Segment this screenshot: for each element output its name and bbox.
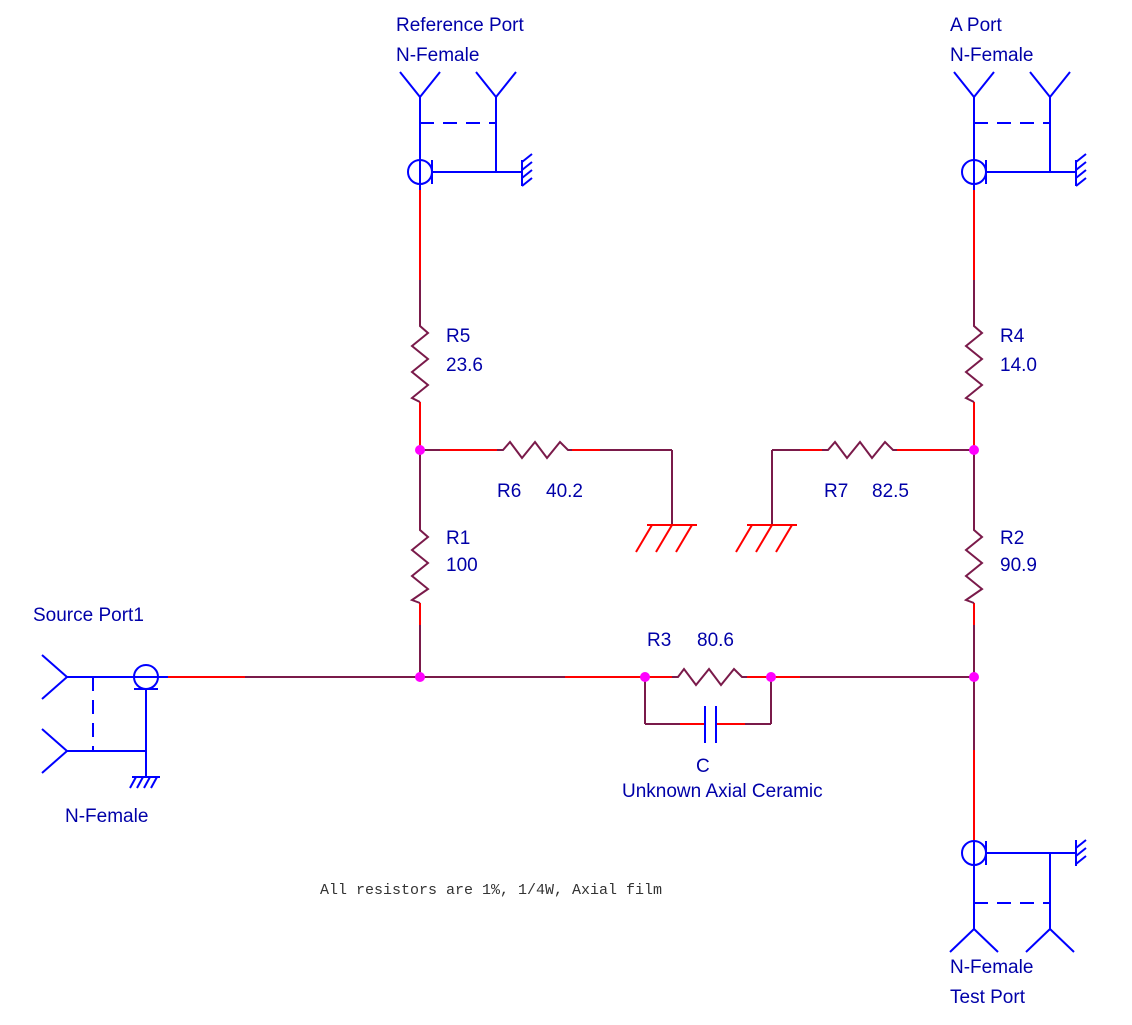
node-r3-right — [766, 672, 776, 682]
capacitor-c: C Unknown Axial Ceramic — [622, 706, 823, 802]
test-port-connector-type: N-Female — [950, 957, 1033, 978]
a-port-connector-type: N-Female — [950, 45, 1033, 66]
capacitor-description: Unknown Axial Ceramic — [622, 781, 823, 802]
resistor-r5: R5 23.6 — [410, 320, 483, 403]
r3-ref: R3 — [647, 630, 671, 651]
r4-ref: R4 — [1000, 326, 1025, 347]
r4-value: 14.0 — [1000, 355, 1037, 376]
r5-ref: R5 — [446, 326, 470, 347]
node-r5-r1 — [415, 445, 425, 455]
resistor-spec-note: All resistors are 1%, 1/4W, Axial film — [320, 882, 662, 899]
junction-nodes — [415, 445, 979, 682]
r6-ref: R6 — [497, 481, 521, 502]
a-port-name: A Port — [950, 15, 1002, 36]
r1-ref: R1 — [446, 528, 470, 549]
test-port-name: Test Port — [950, 987, 1026, 1008]
r2-ref: R2 — [1000, 528, 1024, 549]
node-r3-left — [640, 672, 650, 682]
r6-value: 40.2 — [546, 481, 583, 502]
resistor-r4: R4 14.0 — [964, 320, 1037, 403]
source-port-connector: Source Port1 N-Female — [33, 605, 168, 827]
r5-value: 23.6 — [446, 355, 483, 376]
capacitor-ref: C — [696, 756, 710, 777]
source-port-name: Source Port1 — [33, 605, 144, 626]
test-port-connector: N-Female Test Port — [949, 839, 1087, 1008]
resistor-r7: R7 82.5 — [822, 440, 909, 502]
ground-symbol-r6 — [635, 524, 697, 553]
resistor-r3: R3 80.6 — [647, 630, 747, 687]
reference-port-name: Reference Port — [396, 15, 525, 36]
a-port-connector: A Port N-Female — [950, 15, 1087, 190]
reference-port-connector-type: N-Female — [396, 45, 479, 66]
source-port-connector-type: N-Female — [65, 806, 148, 827]
wires — [168, 190, 975, 840]
node-r4-r2 — [969, 445, 979, 455]
r7-value: 82.5 — [872, 481, 909, 502]
node-source-r1 — [415, 672, 425, 682]
ground-symbol-r7 — [735, 524, 797, 553]
reference-port-connector: Reference Port N-Female — [396, 15, 533, 190]
r2-value: 90.9 — [1000, 555, 1037, 576]
resistor-r1: R1 100 — [409, 525, 478, 604]
resistor-r6: R6 40.2 — [497, 440, 583, 502]
r3-value: 80.6 — [697, 630, 734, 651]
r7-ref: R7 — [824, 481, 848, 502]
resistor-r2: R2 90.9 — [963, 525, 1037, 604]
node-test-r2 — [969, 672, 979, 682]
r1-value: 100 — [446, 555, 478, 576]
